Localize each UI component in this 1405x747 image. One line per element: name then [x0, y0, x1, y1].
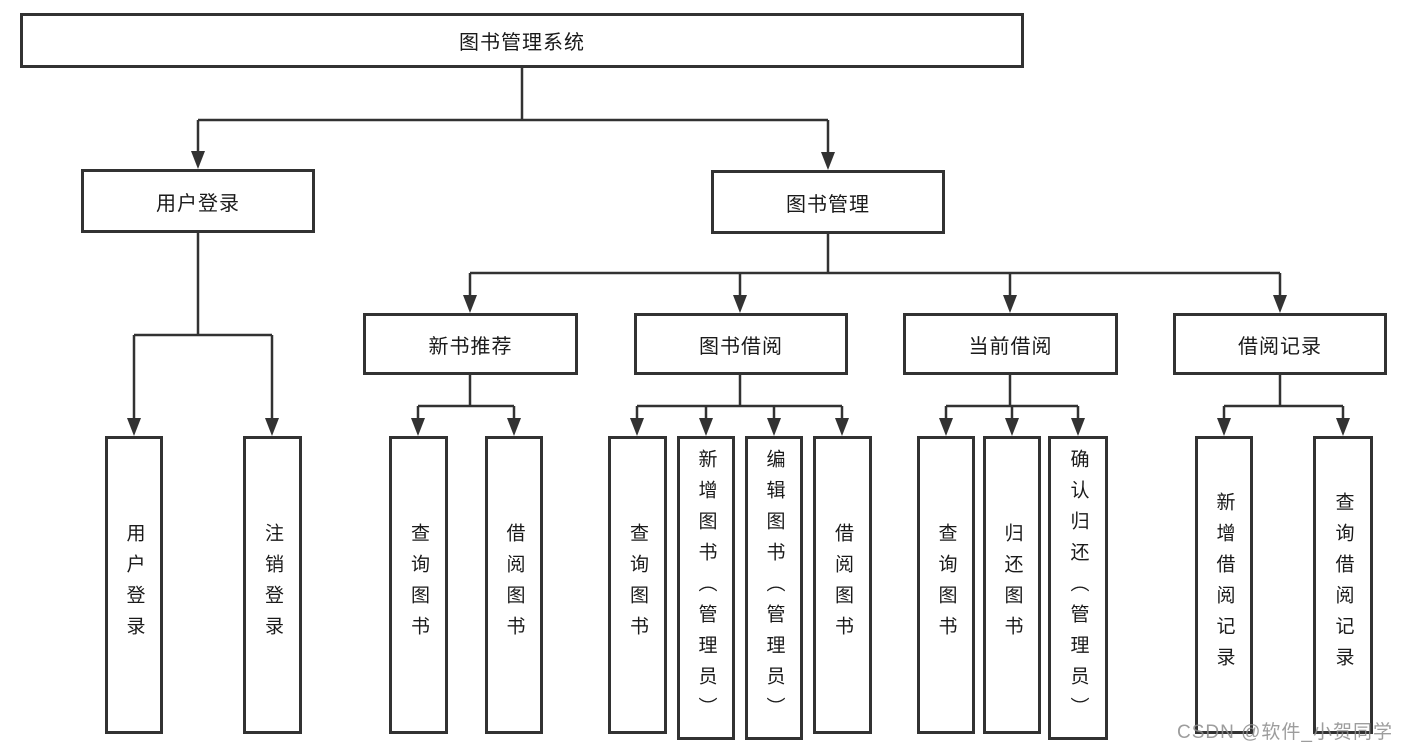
node-book-borrowing: 图书借阅 — [634, 313, 848, 375]
arrowhead-icon — [127, 418, 141, 436]
node-root-system: 图书管理系统 — [20, 13, 1024, 68]
arrowhead-icon — [767, 418, 781, 436]
arrowhead-icon — [411, 418, 425, 436]
node-current-borrowing: 当前借阅 — [903, 313, 1118, 375]
leaf-borrow-books-borrowing: 借阅图书 — [813, 436, 872, 734]
leaf-user-login: 用户登录 — [105, 436, 163, 734]
arrowhead-icon — [1217, 418, 1231, 436]
leaf-edit-books-admin: 编辑图书（管理员） — [745, 436, 803, 740]
arrowhead-icon — [821, 152, 835, 170]
arrowhead-icon — [939, 418, 953, 436]
arrowheads — [127, 151, 1350, 436]
arrowhead-icon — [463, 295, 477, 313]
leaf-return-books: 归还图书 — [983, 436, 1041, 734]
leaf-label: 查询图书 — [935, 523, 957, 647]
leaf-add-books-admin: 新增图书（管理员） — [677, 436, 735, 740]
leaf-query-books-recommend: 查询图书 — [389, 436, 448, 734]
leaf-label: 编辑图书（管理员） — [763, 448, 785, 728]
node-new-book-recommend: 新书推荐 — [363, 313, 578, 375]
leaf-label: 用户登录 — [123, 523, 145, 647]
leaf-query-books-current: 查询图书 — [917, 436, 975, 734]
arrowhead-icon — [1336, 418, 1350, 436]
leaf-label: 借阅图书 — [503, 523, 525, 647]
arrowhead-icon — [835, 418, 849, 436]
arrowhead-icon — [265, 418, 279, 436]
leaf-label: 查询图书 — [408, 523, 429, 647]
node-user-login: 用户登录 — [81, 169, 315, 233]
arrowhead-icon — [630, 418, 644, 436]
arrowhead-icon — [191, 151, 205, 169]
leaf-label: 查询借阅记录 — [1332, 492, 1354, 678]
leaf-query-books-borrowing: 查询图书 — [608, 436, 667, 734]
leaf-label: 新增借阅记录 — [1213, 492, 1235, 678]
arrowhead-icon — [1071, 418, 1085, 436]
arrowhead-icon — [507, 418, 521, 436]
leaf-label: 查询图书 — [627, 523, 648, 647]
connector-shafts — [132, 68, 1345, 419]
node-borrowing-records: 借阅记录 — [1173, 313, 1387, 375]
leaf-label: 注销登录 — [262, 523, 283, 647]
arrowhead-icon — [1003, 295, 1017, 313]
leaf-borrow-books-recommend: 借阅图书 — [485, 436, 543, 734]
leaf-label: 借阅图书 — [832, 523, 853, 647]
arrowhead-icon — [1273, 295, 1287, 313]
leaf-label: 新增图书（管理员） — [695, 448, 717, 728]
leaf-label: 确认归还（管理员） — [1067, 448, 1089, 728]
leaf-logout: 注销登录 — [243, 436, 302, 734]
leaf-add-borrow-record: 新增借阅记录 — [1195, 436, 1253, 734]
leaf-query-borrow-record: 查询借阅记录 — [1313, 436, 1373, 734]
node-book-management: 图书管理 — [711, 170, 945, 234]
leaf-label: 归还图书 — [1001, 523, 1023, 647]
arrowhead-icon — [699, 418, 713, 436]
leaf-confirm-return-admin: 确认归还（管理员） — [1048, 436, 1108, 740]
arrowhead-icon — [733, 295, 747, 313]
arrowhead-icon — [1005, 418, 1019, 436]
